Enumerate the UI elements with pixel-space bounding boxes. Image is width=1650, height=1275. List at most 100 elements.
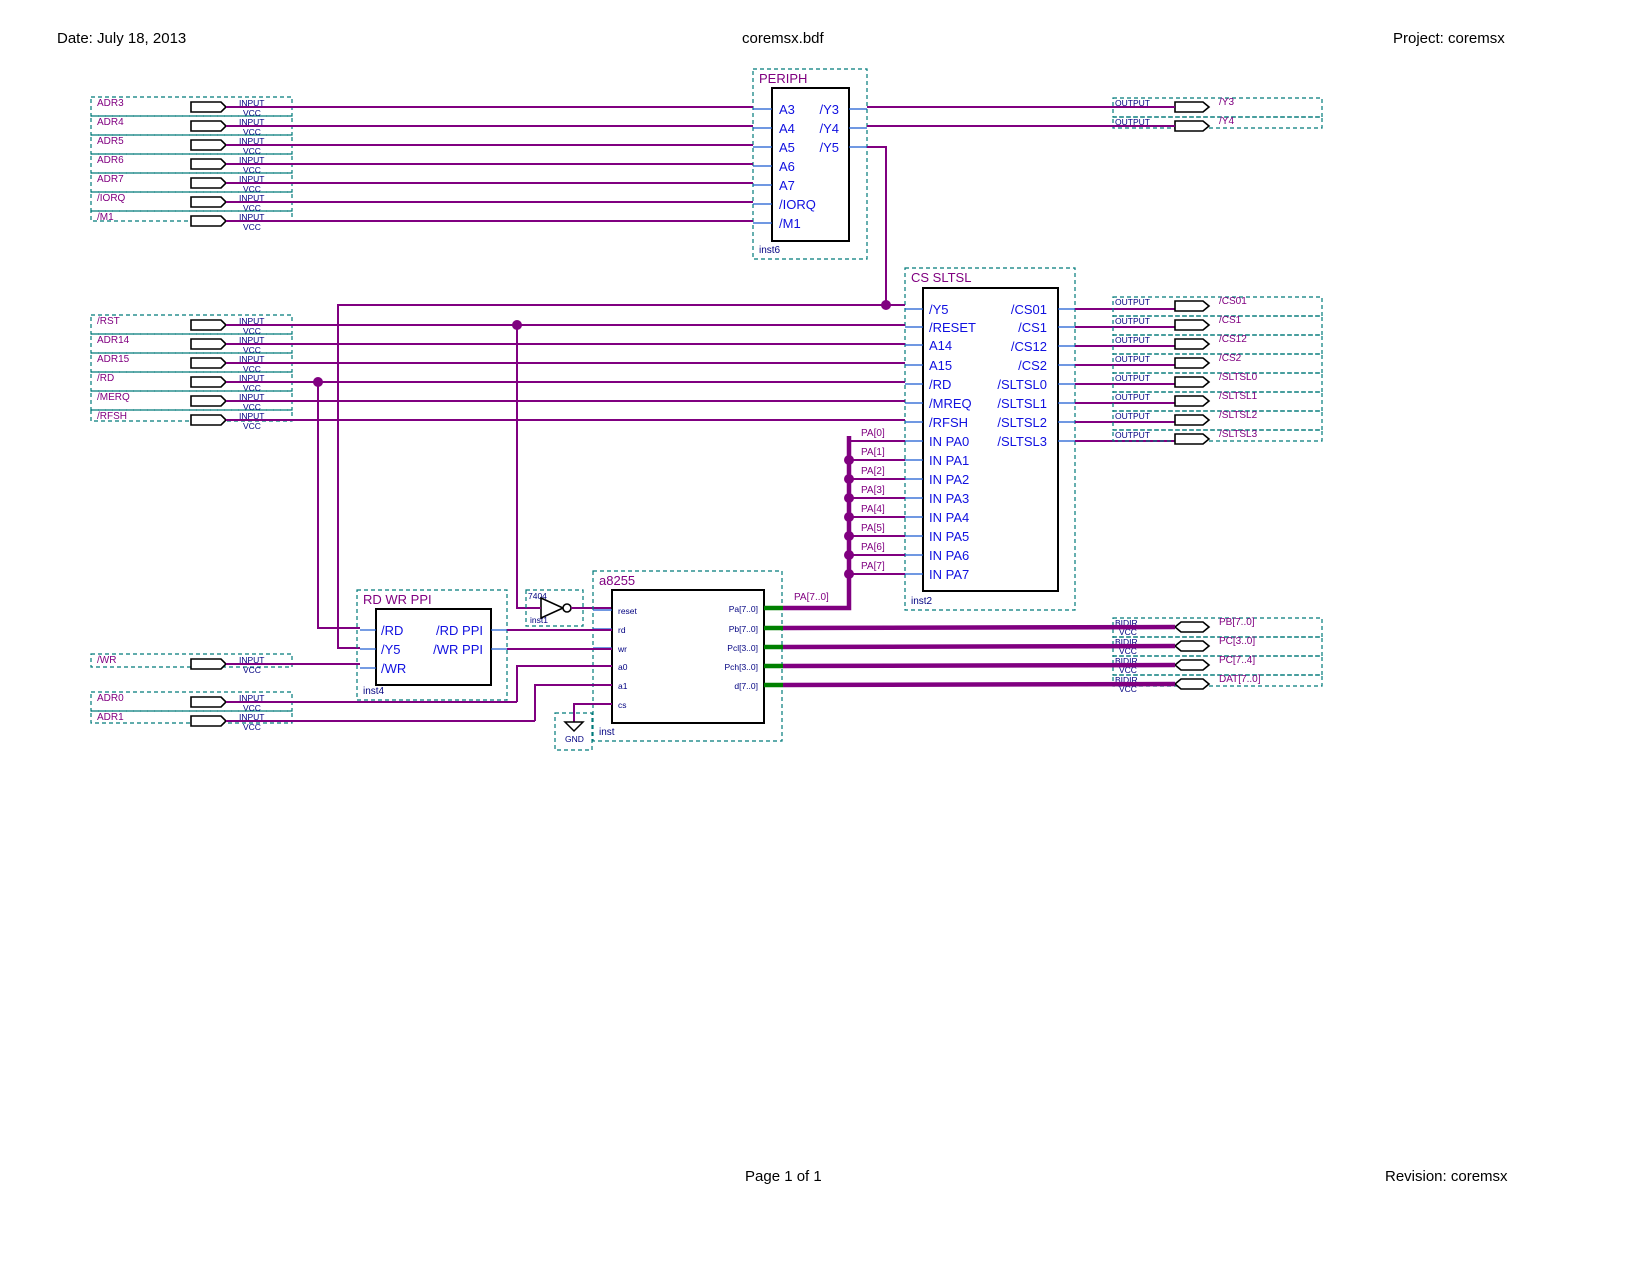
output-port-mid-0-symbol: [1174, 300, 1211, 312]
output-port-mid-7-label: /SLTSL3: [1219, 429, 1258, 440]
bidir-port-3-type: BIDIR: [1115, 675, 1138, 685]
output-port-mid-2-symbol: [1174, 338, 1211, 350]
periph-pin-3: A6: [779, 159, 795, 174]
input-port-wr-label: /WR: [97, 655, 116, 666]
net-label-pa-4: PA[4]: [861, 504, 885, 515]
wire-rd-branch: [317, 382, 360, 629]
input-port-adr0-vcc: VCC: [243, 703, 261, 713]
input-port-mid-2-symbol: [190, 357, 228, 369]
input-port-6-label: /M1: [97, 212, 114, 223]
bidir-port-2-label: PC[7..4]: [1219, 655, 1255, 666]
bidir-port-0-vcc: VCC: [1119, 627, 1137, 637]
cs-pin-5: /MREQ: [929, 396, 972, 411]
cs-out-7: /SLTSL3: [997, 434, 1047, 449]
input-port-mid-0-type: INPUT: [239, 316, 265, 326]
input-port-mid-0-label: /RST: [97, 316, 120, 327]
output-port-mid-0-frame: [1112, 296, 1323, 317]
cs-out-4: /SLTSL0: [997, 377, 1047, 392]
bidir-port-0-frame: [1112, 617, 1323, 638]
cs-out-0: /CS01: [1011, 302, 1047, 317]
input-port-adr1-type: INPUT: [239, 712, 265, 722]
periph-pin-6: /M1: [779, 216, 801, 231]
cs-pin-0: /Y5: [929, 302, 949, 317]
bidir-port-0-label: PB[7..0]: [1219, 617, 1255, 628]
output-port-mid-0-type: OUTPUT: [1115, 297, 1150, 307]
output-port-y4-label: /Y4: [1219, 116, 1234, 127]
inverter-bubble: [562, 603, 572, 613]
input-port-mid-3-vcc: VCC: [243, 383, 261, 393]
bidir-port-0-symbol: [1173, 621, 1211, 633]
input-port-adr1-symbol: [190, 715, 228, 727]
cs-block-body: [922, 287, 1059, 592]
a8255-block-inst: inst: [599, 727, 615, 738]
output-port-mid-3-frame: [1112, 353, 1323, 374]
bidir-port-3-label: DAT[7..0]: [1219, 674, 1261, 685]
input-port-mid-3-label: /RD: [97, 373, 114, 384]
cs-pin-3: A15: [929, 358, 952, 373]
rdwr-pin-2: /WR: [381, 661, 406, 676]
input-port-0-vcc: VCC: [243, 108, 261, 118]
output-port-y4-symbol: [1174, 120, 1211, 132]
bidir-port-2-vcc: VCC: [1119, 665, 1137, 675]
output-port-mid-5-frame: [1112, 391, 1323, 412]
output-port-mid-4-type: OUTPUT: [1115, 373, 1150, 383]
periph-block-inst: inst6: [759, 245, 781, 256]
cs-out-3: /CS2: [1018, 358, 1047, 373]
bus-bidir-2: [782, 662, 1176, 669]
input-port-6-type: INPUT: [239, 212, 265, 222]
input-port-3-vcc: VCC: [243, 165, 261, 175]
input-port-5-label: /IORQ: [97, 193, 126, 204]
output-port-mid-1-type: OUTPUT: [1115, 316, 1150, 326]
output-port-mid-1-symbol: [1174, 319, 1211, 331]
input-port-mid-2-vcc: VCC: [243, 364, 261, 374]
wire-a0: [516, 665, 612, 702]
input-port-3-type: INPUT: [239, 155, 265, 165]
output-port-y4-frame: [1112, 116, 1323, 129]
net-label-pa-3: PA[3]: [861, 485, 885, 496]
input-port-mid-5-symbol: [190, 414, 228, 426]
inverter-frame: [525, 589, 584, 627]
cs-pin-2: A14: [929, 338, 952, 353]
net-label-pa-1: PA[1]: [861, 447, 885, 458]
cs-out-2: /CS12: [1011, 339, 1047, 354]
periph-pin-4: A7: [779, 178, 795, 193]
input-port-mid-1-label: ADR14: [97, 335, 130, 346]
periph-pin-1: A4: [779, 121, 795, 136]
output-port-y3-frame: [1112, 97, 1323, 118]
inverter-title: 7404: [528, 591, 547, 601]
output-port-mid-1-label: /CS1: [1219, 315, 1242, 326]
output-port-mid-0-label: /CS01: [1219, 296, 1247, 307]
rdwr-out-0: /RD PPI: [436, 623, 483, 638]
bidir-port-2-type: BIDIR: [1115, 656, 1138, 666]
wire-rst-branch: [516, 325, 530, 609]
gnd-symbol: [563, 721, 585, 733]
net-label-pa-2: PA[2]: [861, 466, 885, 477]
output-port-mid-4-label: /SLTSL0: [1219, 372, 1258, 383]
input-port-adr1-label: ADR1: [97, 712, 124, 723]
net-label-pa-7: PA[7]: [861, 561, 885, 572]
a8255-pin-5: cs: [618, 700, 627, 710]
input-port-mid-5-vcc: VCC: [243, 421, 261, 431]
bus-bidir-1: [782, 643, 1176, 650]
output-port-mid-4-frame: [1112, 372, 1323, 393]
output-port-mid-2-frame: [1112, 334, 1323, 355]
inverter-symbol: [540, 596, 565, 620]
input-port-mid-3-type: INPUT: [239, 373, 265, 383]
input-port-mid-5-label: /RFSH: [97, 411, 127, 422]
input-port-mid-4-vcc: VCC: [243, 402, 261, 412]
a8255-block-frame: [592, 570, 783, 742]
output-port-mid-2-label: /CS12: [1219, 334, 1247, 345]
a8255-pin-1: rd: [618, 625, 626, 635]
a8255-out-4: d[7..0]: [734, 681, 758, 691]
input-port-mid-2-label: ADR15: [97, 354, 130, 365]
cs-pin-13: IN PA6: [929, 548, 969, 563]
bidir-port-3-vcc: VCC: [1119, 684, 1137, 694]
input-port-mid-4-label: /MERQ: [97, 392, 130, 403]
input-port-2-label: ADR5: [97, 136, 124, 147]
output-port-mid-6-type: OUTPUT: [1115, 411, 1150, 421]
input-port-3-symbol: [190, 158, 228, 170]
input-port-adr1-vcc: VCC: [243, 722, 261, 732]
input-port-5-symbol: [190, 196, 228, 208]
input-port-mid-1-type: INPUT: [239, 335, 265, 345]
